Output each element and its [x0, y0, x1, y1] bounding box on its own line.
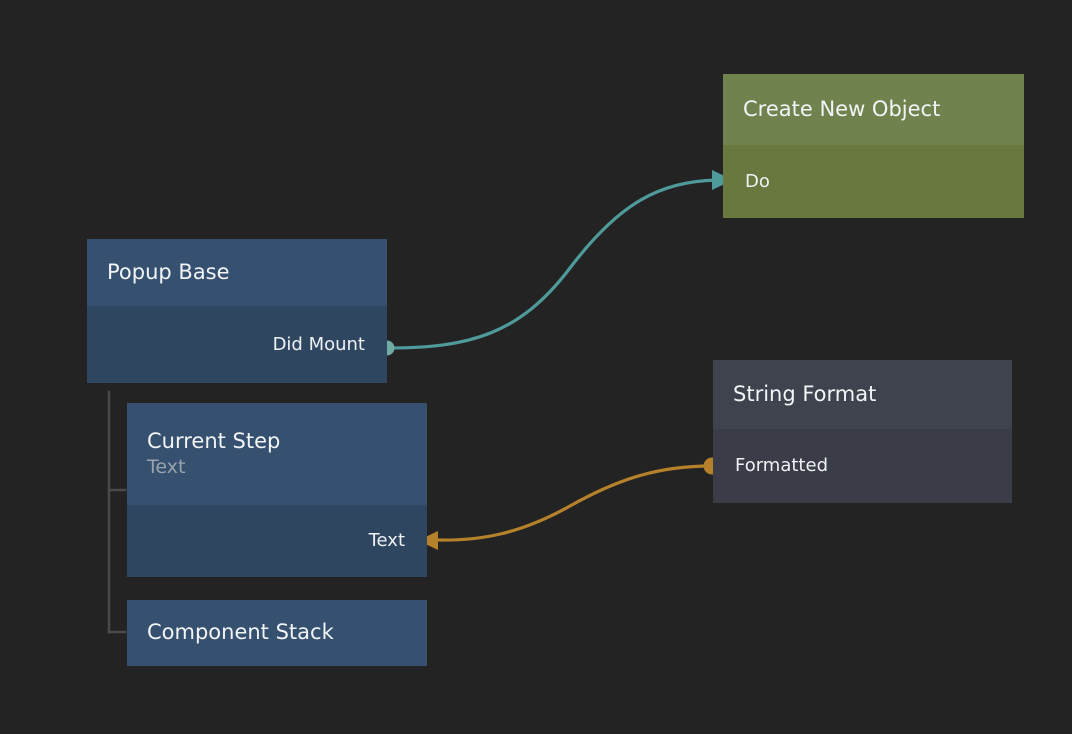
port-did-mount[interactable]: Did Mount	[87, 306, 387, 383]
node-string-format[interactable]: String Format Formatted	[713, 360, 1012, 503]
port-do-label: Do	[745, 170, 770, 192]
node-string-format-title: String Format	[733, 381, 877, 406]
node-create-new-object-body: Do	[723, 145, 1024, 218]
node-create-new-object-header[interactable]: Create New Object	[723, 74, 1024, 145]
node-popup-base-title: Popup Base	[107, 259, 230, 284]
node-current-step-header[interactable]: Current Step Text	[127, 403, 427, 505]
node-create-new-object-title: Create New Object	[743, 96, 941, 121]
node-popup-base[interactable]: Popup Base Did Mount	[87, 239, 387, 383]
node-component-stack[interactable]: Component Stack	[127, 600, 427, 666]
tree-connector	[107, 390, 127, 634]
node-current-step-body: Text	[127, 505, 427, 577]
node-current-step-subtitle: Text	[147, 455, 186, 478]
port-current-step-text-label: Text	[368, 530, 405, 551]
node-component-stack-title: Component Stack	[147, 620, 334, 644]
port-did-mount-label: Did Mount	[272, 333, 365, 355]
port-current-step-text[interactable]: Text	[127, 505, 427, 577]
node-popup-base-header[interactable]: Popup Base	[87, 239, 387, 306]
node-popup-base-body: Did Mount	[87, 306, 387, 383]
node-create-new-object[interactable]: Create New Object Do	[723, 74, 1024, 218]
node-component-stack-header[interactable]: Component Stack	[127, 600, 427, 666]
port-do[interactable]: Do	[723, 145, 1024, 218]
port-formatted-label: Formatted	[735, 455, 828, 476]
port-formatted[interactable]: Formatted	[713, 429, 1012, 503]
node-string-format-header[interactable]: String Format	[713, 360, 1012, 429]
wire-formatted-to-text	[418, 457, 721, 550]
node-string-format-body: Formatted	[713, 429, 1012, 503]
node-current-step-title: Current Step	[147, 428, 281, 453]
node-current-step[interactable]: Current Step Text Text	[127, 403, 427, 577]
wire-did-mount-to-do	[379, 170, 733, 356]
